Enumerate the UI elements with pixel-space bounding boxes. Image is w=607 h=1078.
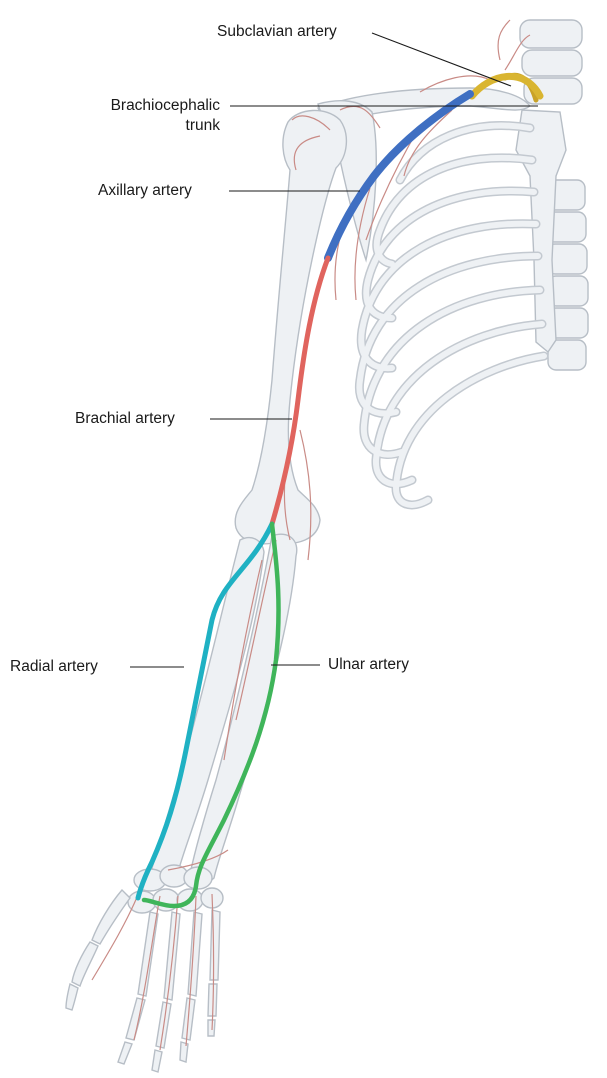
thumb-bones xyxy=(66,890,130,1010)
humerus xyxy=(235,110,346,543)
ulnar-artery-label: Ulnar artery xyxy=(328,655,409,675)
axillary-artery-label: Axillary artery xyxy=(98,181,192,201)
subclavian-artery-label: Subclavian artery xyxy=(217,22,337,42)
brachiocephalic-trunk-label-line-1: Brachiocephalic xyxy=(60,96,220,116)
brachial-artery-label: Brachial artery xyxy=(75,409,175,429)
skeleton xyxy=(66,20,588,1072)
brachiocephalic-trunk-label: Brachiocephalic trunk xyxy=(60,96,220,136)
radial-artery-label: Radial artery xyxy=(10,657,98,677)
brachiocephalic-trunk-label-line-2: trunk xyxy=(60,116,220,136)
